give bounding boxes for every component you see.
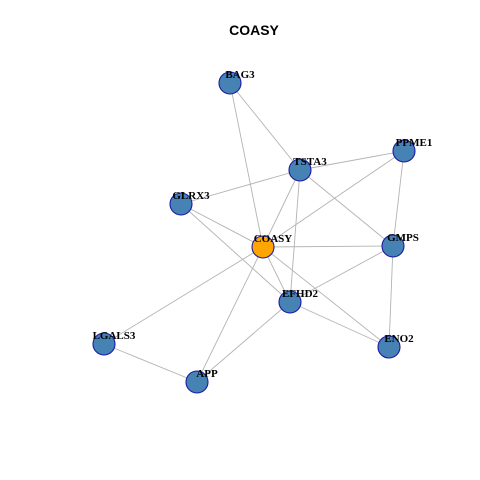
edge-efhd2-app (196, 301, 291, 383)
node-circle-coasy (251, 235, 275, 259)
node-lgals3: LGALS3 (92, 330, 136, 356)
node-circle-lgals3 (92, 332, 116, 356)
node-bag3: BAG3 (218, 69, 255, 95)
edge-ppme1-gmps (392, 150, 405, 247)
edge-coasy-gmps (262, 245, 394, 248)
node-circle-gmps (381, 234, 405, 258)
node-tsta3: TSTA3 (288, 156, 327, 182)
node-circle-glrx3 (169, 192, 193, 216)
node-label-app: APP (196, 368, 218, 380)
node-label-gmps: GMPS (387, 232, 419, 244)
edge-coasy-eno2 (262, 246, 390, 348)
node-label-bag3: BAG3 (225, 69, 255, 81)
edge-tsta3-glrx3 (180, 169, 301, 205)
node-app: APP (185, 368, 218, 394)
node-circle-app (185, 370, 209, 394)
edge-bag3-coasy (229, 82, 264, 248)
node-label-coasy: COASY (254, 233, 293, 245)
node-gmps: GMPS (381, 232, 419, 258)
edge-ppme1-coasy (262, 150, 405, 248)
node-label-lgals3: LGALS3 (93, 330, 136, 342)
edge-efhd2-eno2 (289, 301, 390, 348)
edge-glrx3-coasy (180, 203, 264, 248)
node-circle-eno2 (377, 335, 401, 359)
edge-coasy-lgals3 (103, 246, 264, 345)
node-circle-ppme1 (392, 139, 416, 163)
edge-lgals3-app (103, 343, 198, 383)
node-glrx3: GLRX3 (169, 190, 210, 216)
node-coasy: COASY (251, 233, 293, 259)
edge-tsta3-coasy (262, 169, 301, 248)
edge-tsta3-efhd2 (289, 169, 301, 303)
node-circle-tsta3 (288, 158, 312, 182)
node-label-glrx3: GLRX3 (172, 190, 210, 202)
node-circle-bag3 (218, 71, 242, 95)
edge-tsta3-gmps (299, 169, 394, 247)
edge-tsta3-ppme1 (299, 150, 405, 171)
edge-bag3-tsta3 (229, 82, 301, 171)
node-label-tsta3: TSTA3 (293, 156, 327, 168)
node-circle-efhd2 (278, 290, 302, 314)
node-ppme1: PPME1 (392, 137, 433, 163)
edge-gmps-eno2 (388, 245, 394, 348)
edges-layer (103, 82, 405, 383)
node-label-efhd2: EFHD2 (282, 288, 319, 300)
edge-coasy-app (196, 246, 264, 383)
node-label-eno2: ENO2 (384, 333, 414, 345)
edge-glrx3-efhd2 (180, 203, 291, 303)
graph-title: COASY (229, 22, 279, 38)
node-label-ppme1: PPME1 (396, 137, 433, 149)
edge-gmps-efhd2 (289, 245, 394, 303)
node-efhd2: EFHD2 (278, 288, 319, 314)
node-eno2: ENO2 (377, 333, 414, 359)
